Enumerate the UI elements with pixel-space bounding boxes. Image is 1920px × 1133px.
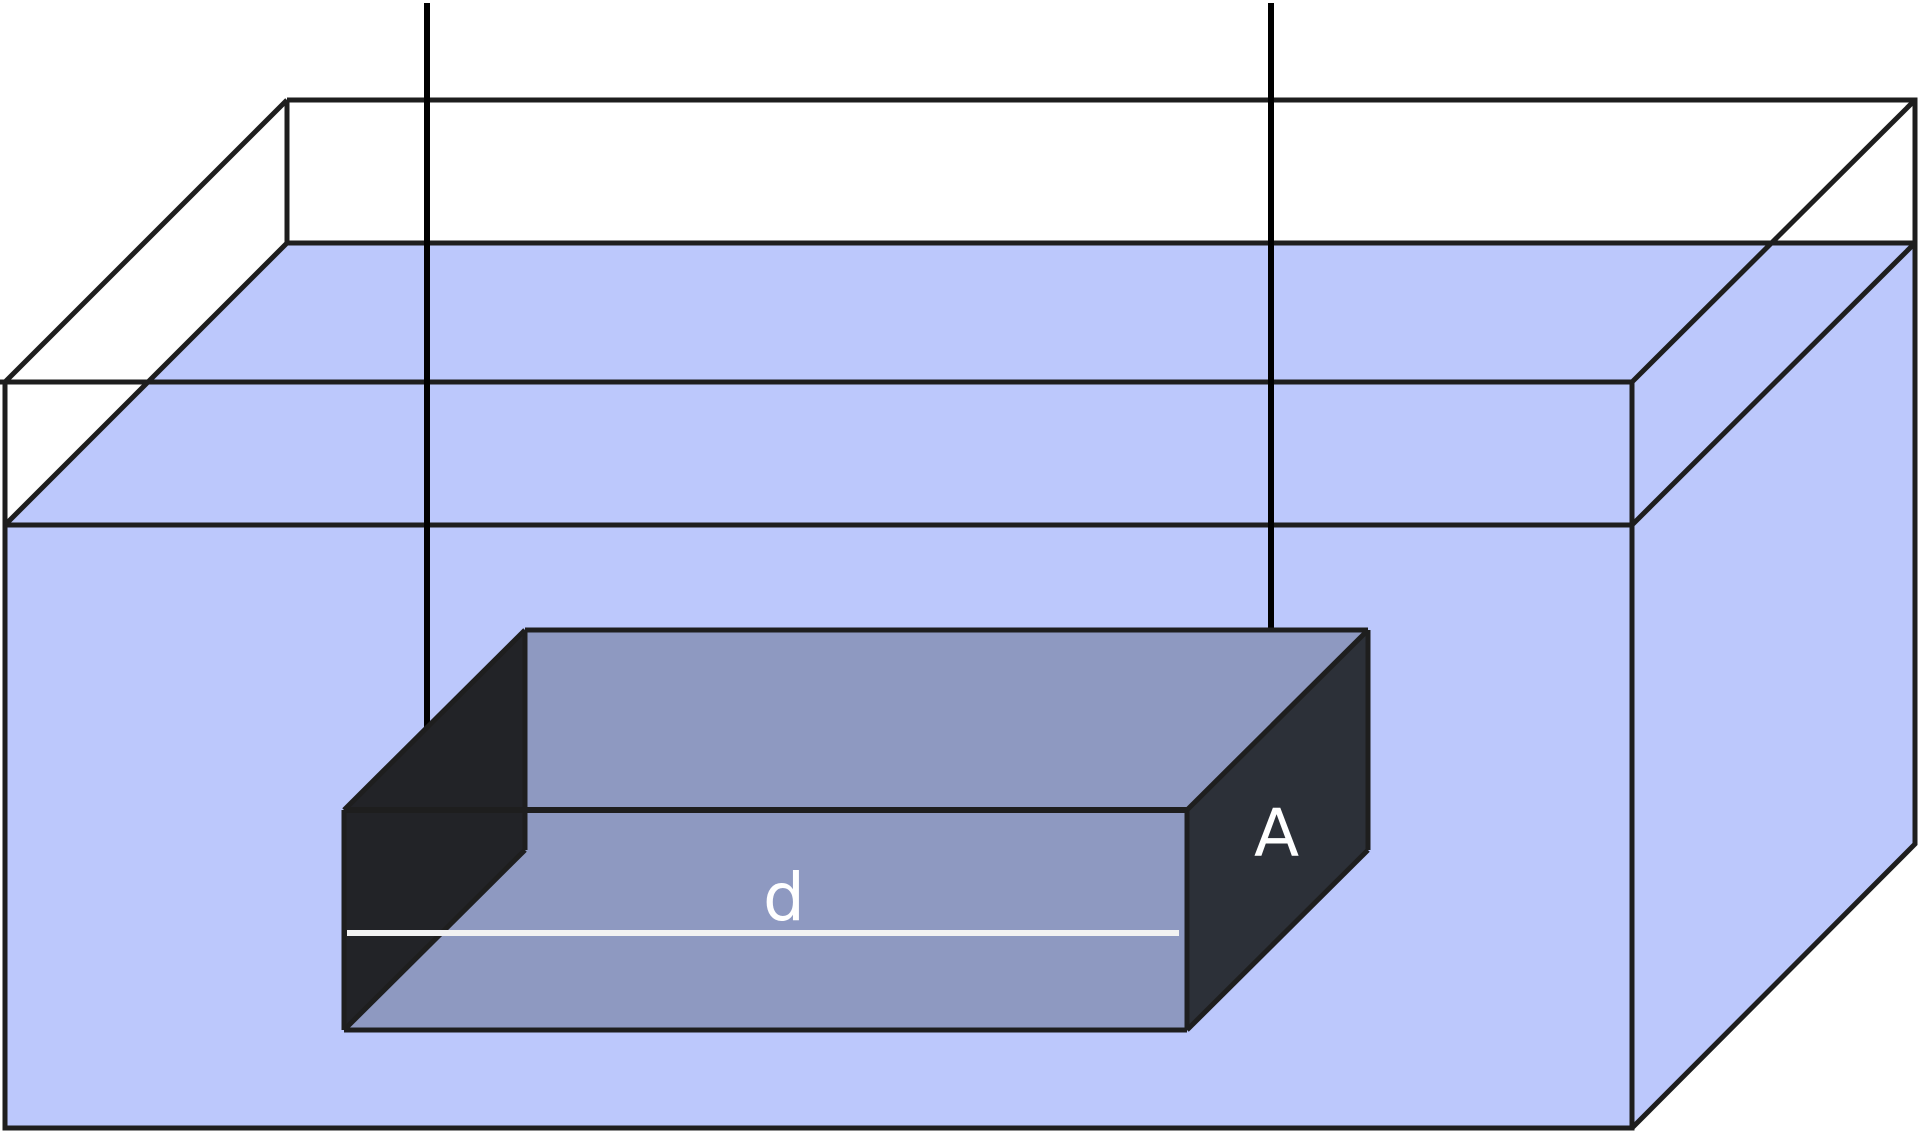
- distance-label: d: [763, 859, 805, 936]
- right-plate: [1187, 630, 1368, 1030]
- capacitor-top-left-edge: [342, 628, 527, 812]
- capacitor-edges: [341, 627, 1371, 1033]
- capacitor-bottom-left-edge: [342, 848, 527, 1032]
- water-surface-left-edge: [3, 241, 289, 527]
- tank-front-bottom-edges: [2, 525, 1635, 1131]
- tank-top-back-edge: [287, 97, 1918, 243]
- area-label: A: [1254, 795, 1299, 872]
- tank-outline: [0, 97, 1918, 1131]
- tank-right-bottom-edges: [1630, 243, 1918, 1130]
- capacitor: [341, 627, 1371, 1033]
- water-right-face: [1632, 243, 1915, 1128]
- capacitor-top-right-edge: [1185, 628, 1370, 812]
- water-surface-right-edge: [1630, 241, 1917, 527]
- wires: [424, 3, 1274, 728]
- capacitor-top-face: [344, 630, 1368, 810]
- capacitor-bottom-right-edge: [1185, 848, 1370, 1032]
- capacitor-front-face: [344, 810, 1187, 1030]
- tank-top-left-edge: [3, 98, 289, 384]
